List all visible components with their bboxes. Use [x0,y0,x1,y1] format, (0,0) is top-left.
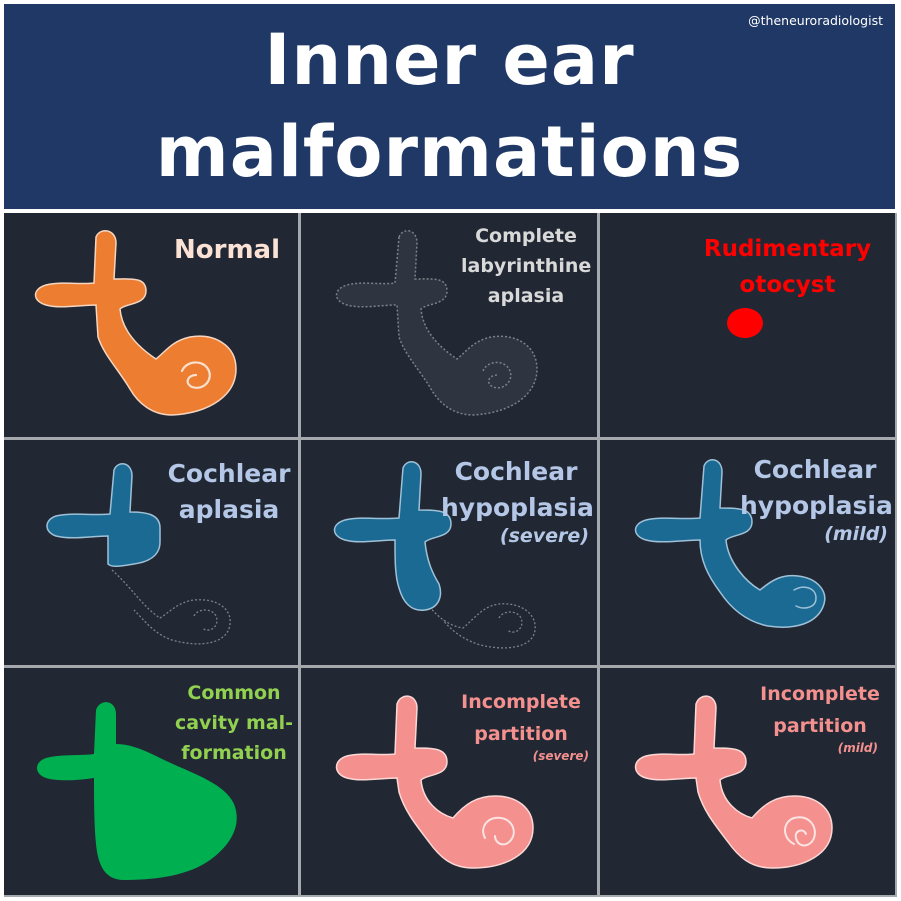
author-handle: @theneuroradiologist [748,13,883,28]
sublabel-cochlear-hypoplasia-mild: (mild) [824,523,888,545]
label-normal: Normal [174,235,280,265]
cell-common-cavity-malformation: Common cavity mal- formation [4,668,298,895]
common-cavity-shape [37,702,237,880]
label-cochlear-hypoplasia-severe: Cochlear hypoplasia [441,457,594,522]
label-cochlear-aplasia: Cochlear aplasia [167,459,291,524]
label-complete-labyrinthine-aplasia: Complete labyrinthine aplasia [461,225,592,307]
otocyst-shape [727,308,763,338]
cell-cochlear-hypoplasia-mild: Cochlear hypoplasia (mild) [600,440,895,665]
sublabel-incomplete-partition-mild: (mild) [837,741,878,755]
page-title: Inner ear malformations [4,14,895,198]
label-cochlear-hypoplasia-mild: Cochlear hypoplasia [740,455,893,520]
cell-rudimentary-otocyst: Rudimentary otocyst [600,213,895,437]
cell-incomplete-partition-mild: Incomplete partition (mild) [600,668,895,895]
cochlear-hypoplasia-mild-shape [634,459,826,628]
cell-normal: Normal [4,213,298,437]
cell-complete-labyrinthine-aplasia: Complete labyrinthine aplasia [301,213,597,437]
label-rudimentary-otocyst: Rudimentary otocyst [703,236,872,298]
header-banner: @theneuroradiologist Inner ear malformat… [4,4,895,209]
title-line-1: Inner ear [264,19,635,101]
sublabel-incomplete-partition-severe: (severe) [532,749,589,763]
cell-cochlear-hypoplasia-severe: Cochlear hypoplasia (severe) [301,440,597,665]
sublabel-cochlear-hypoplasia-severe: (severe) [499,525,589,547]
malformation-grid: Normal Complete labyrinthine aplasia Rud… [4,213,897,897]
incomplete-partition-severe-shape [335,695,534,869]
incomplete-partition-mild-shape [634,695,833,869]
cochlear-aplasia-shape [46,463,231,645]
title-line-2: malformations [155,111,744,193]
cell-incomplete-partition-severe: Incomplete partition (severe) [301,668,597,895]
aplasia-ghost-shape [335,230,538,416]
cell-cochlear-aplasia: Cochlear aplasia [4,440,298,665]
cochlear-hypoplasia-severe-shape [333,461,536,649]
normal-inner-ear-shape [34,230,237,416]
label-common-cavity-malformation: Common cavity mal- formation [174,682,294,764]
label-incomplete-partition-mild: Incomplete partition [760,683,880,737]
label-incomplete-partition-severe: Incomplete partition [461,691,581,745]
